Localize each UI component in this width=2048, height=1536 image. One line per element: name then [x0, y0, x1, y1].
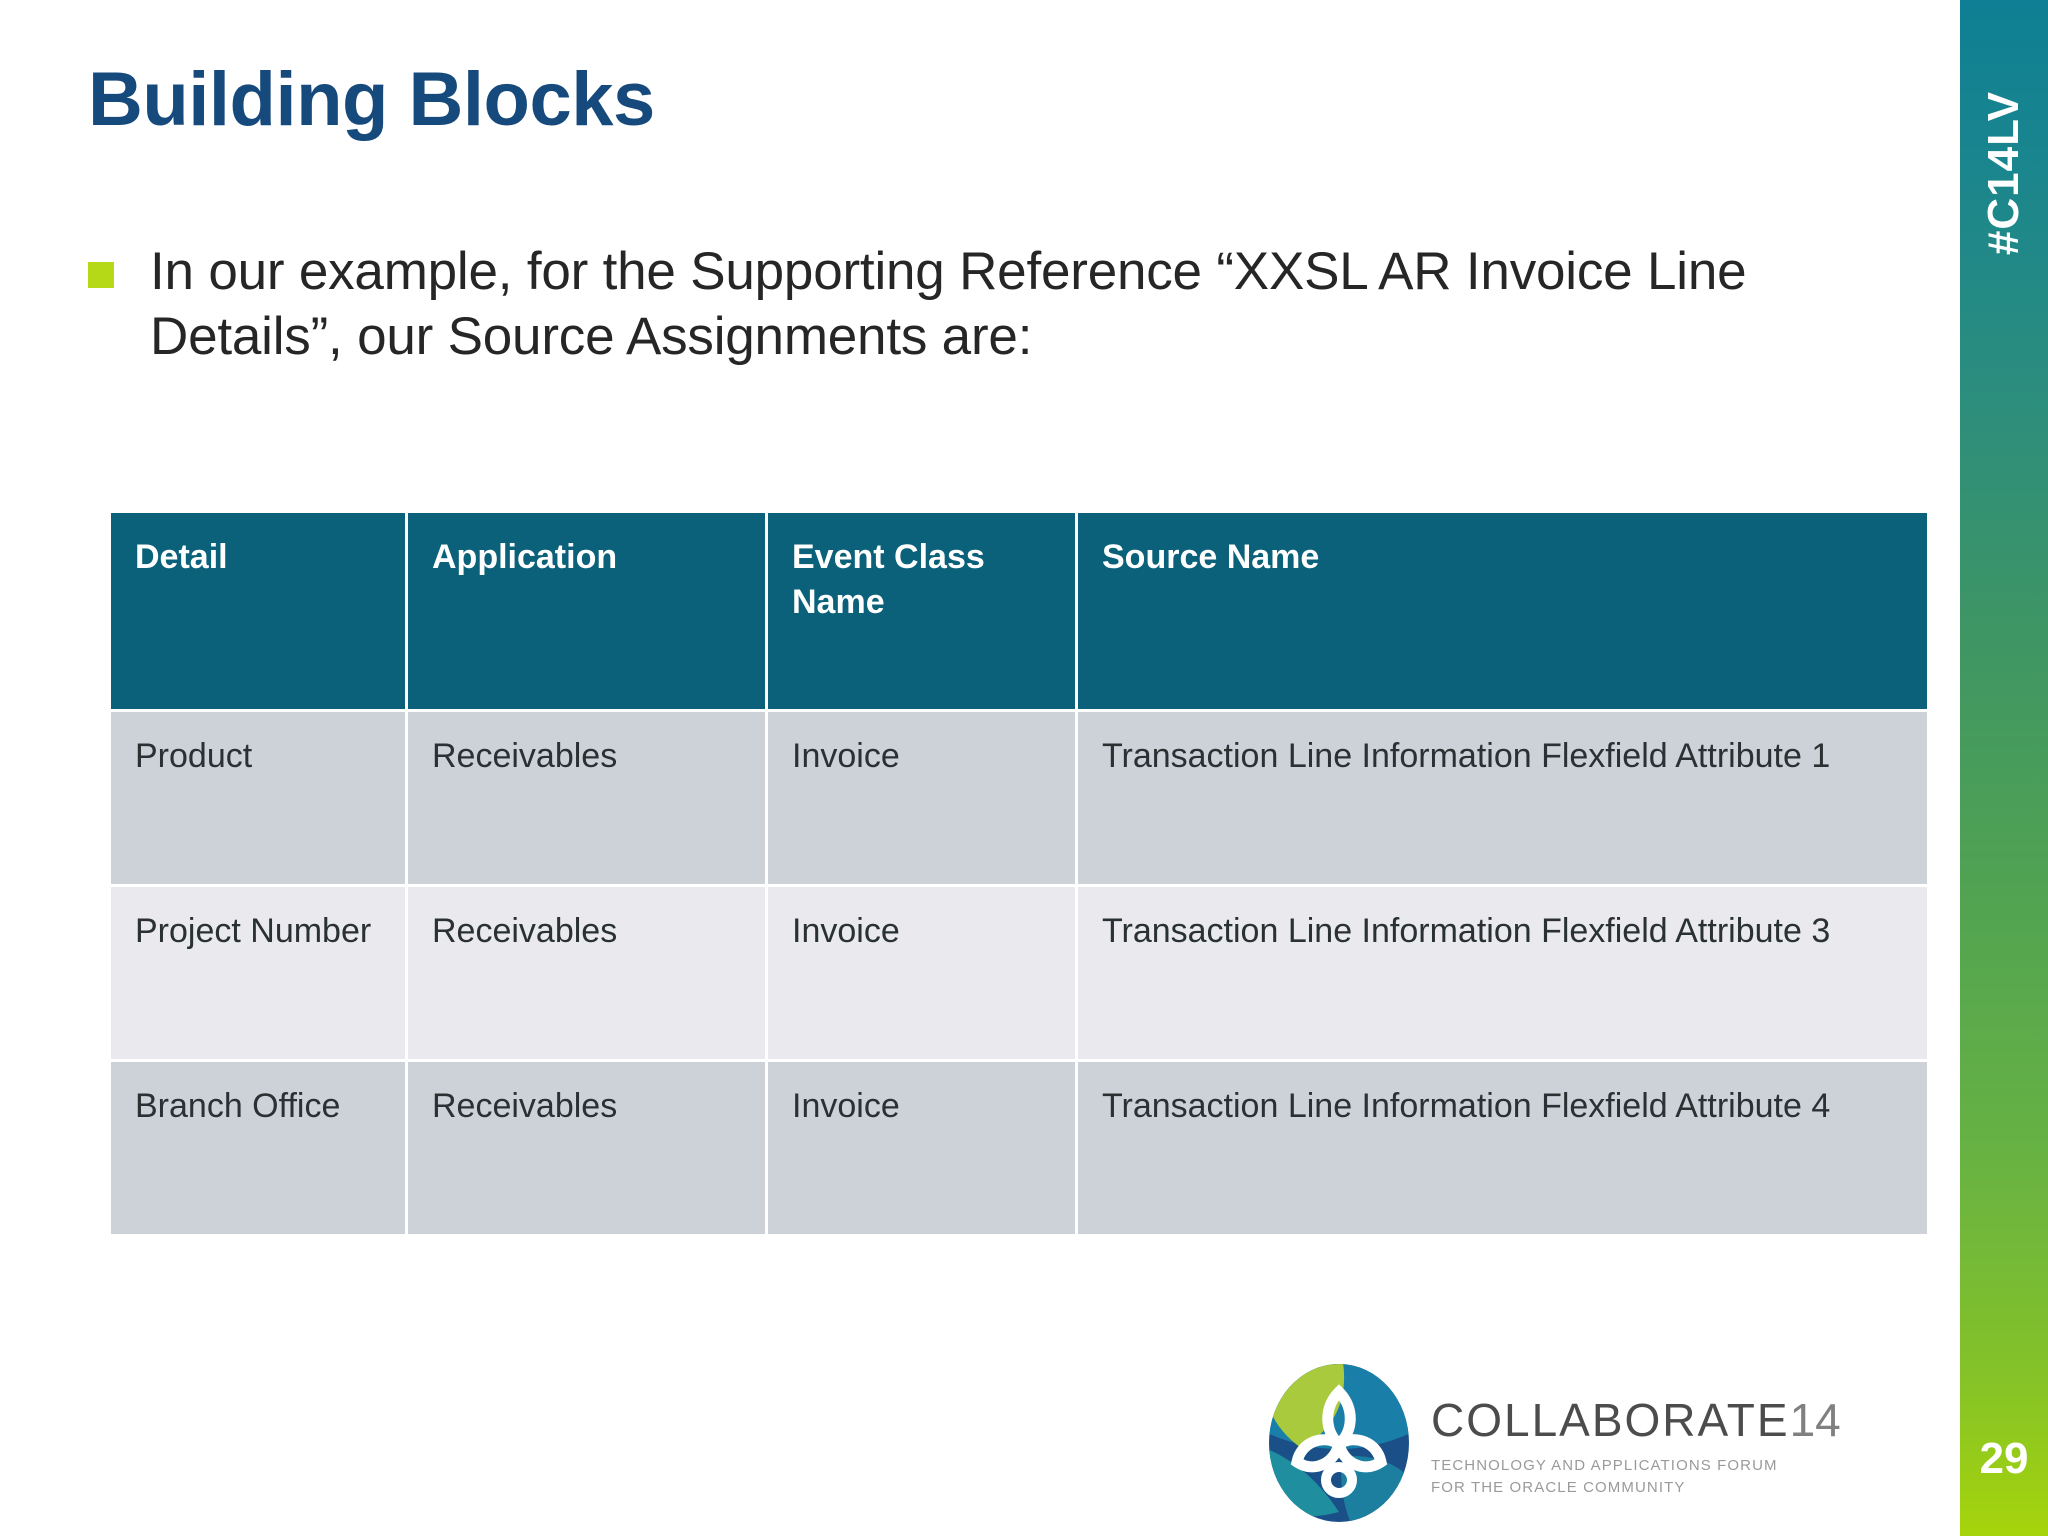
logo-text-block: COLLABORATE14 TECHNOLOGY AND APPLICATION… — [1431, 1387, 1955, 1499]
cell-event-class-name: Invoice — [768, 712, 1075, 884]
table-row: Project Number Receivables Invoice Trans… — [111, 887, 1927, 1059]
logo-wordmark: COLLABORATE14 — [1431, 1393, 1955, 1447]
logo-wordmark-text: COLLABORATE — [1431, 1394, 1790, 1447]
collaborate-logo: COLLABORATE14 TECHNOLOGY AND APPLICATION… — [1265, 1358, 1955, 1528]
column-header-source-name: Source Name — [1078, 513, 1927, 709]
bullet-square-icon — [88, 262, 114, 288]
table-row: Product Receivables Invoice Transaction … — [111, 712, 1927, 884]
cell-source-name: Transaction Line Information Flexfield A… — [1078, 1062, 1927, 1234]
cell-application: Receivables — [408, 1062, 765, 1234]
table-header-row: Detail Application Event Class Name Sour… — [111, 513, 1927, 709]
column-header-detail: Detail — [111, 513, 405, 709]
table-row: Branch Office Receivables Invoice Transa… — [111, 1062, 1927, 1234]
cell-detail: Product — [111, 712, 405, 884]
logo-tagline-line2: FOR THE ORACLE COMMUNITY — [1431, 1479, 1686, 1496]
event-hashtag-text: #C14LV — [1979, 90, 2028, 256]
cell-event-class-name: Invoice — [768, 887, 1075, 1059]
collaborate-emblem-icon — [1269, 1364, 1409, 1522]
table-header: Detail Application Event Class Name Sour… — [111, 513, 1927, 709]
cell-application: Receivables — [408, 712, 765, 884]
table-body: Product Receivables Invoice Transaction … — [111, 712, 1927, 1234]
logo-year: 14 — [1789, 1394, 1841, 1447]
cell-detail: Project Number — [111, 887, 405, 1059]
bullet-item-text: In our example, for the Supporting Refer… — [150, 242, 1747, 366]
event-hashtag: #C14LV — [1960, 8, 2048, 338]
right-gradient-rail: #C14LV 29 — [1960, 0, 2048, 1536]
cell-detail: Branch Office — [111, 1062, 405, 1234]
bullet-list: In our example, for the Supporting Refer… — [88, 240, 1888, 369]
logo-tagline: TECHNOLOGY AND APPLICATIONS FORUM FOR TH… — [1431, 1455, 1955, 1499]
cell-event-class-name: Invoice — [768, 1062, 1075, 1234]
logo-tagline-line1: TECHNOLOGY AND APPLICATIONS FORUM — [1431, 1457, 1778, 1475]
column-header-event-class-name: Event Class Name — [768, 513, 1075, 709]
source-assignments-table: Detail Application Event Class Name Sour… — [108, 510, 1930, 1237]
column-header-application: Application — [408, 513, 765, 709]
cell-source-name: Transaction Line Information Flexfield A… — [1078, 712, 1927, 884]
slide-page-number: 29 — [1979, 1434, 2029, 1483]
cell-application: Receivables — [408, 887, 765, 1059]
page-title: Building Blocks — [88, 57, 655, 142]
cell-source-name: Transaction Line Information Flexfield A… — [1078, 887, 1927, 1059]
